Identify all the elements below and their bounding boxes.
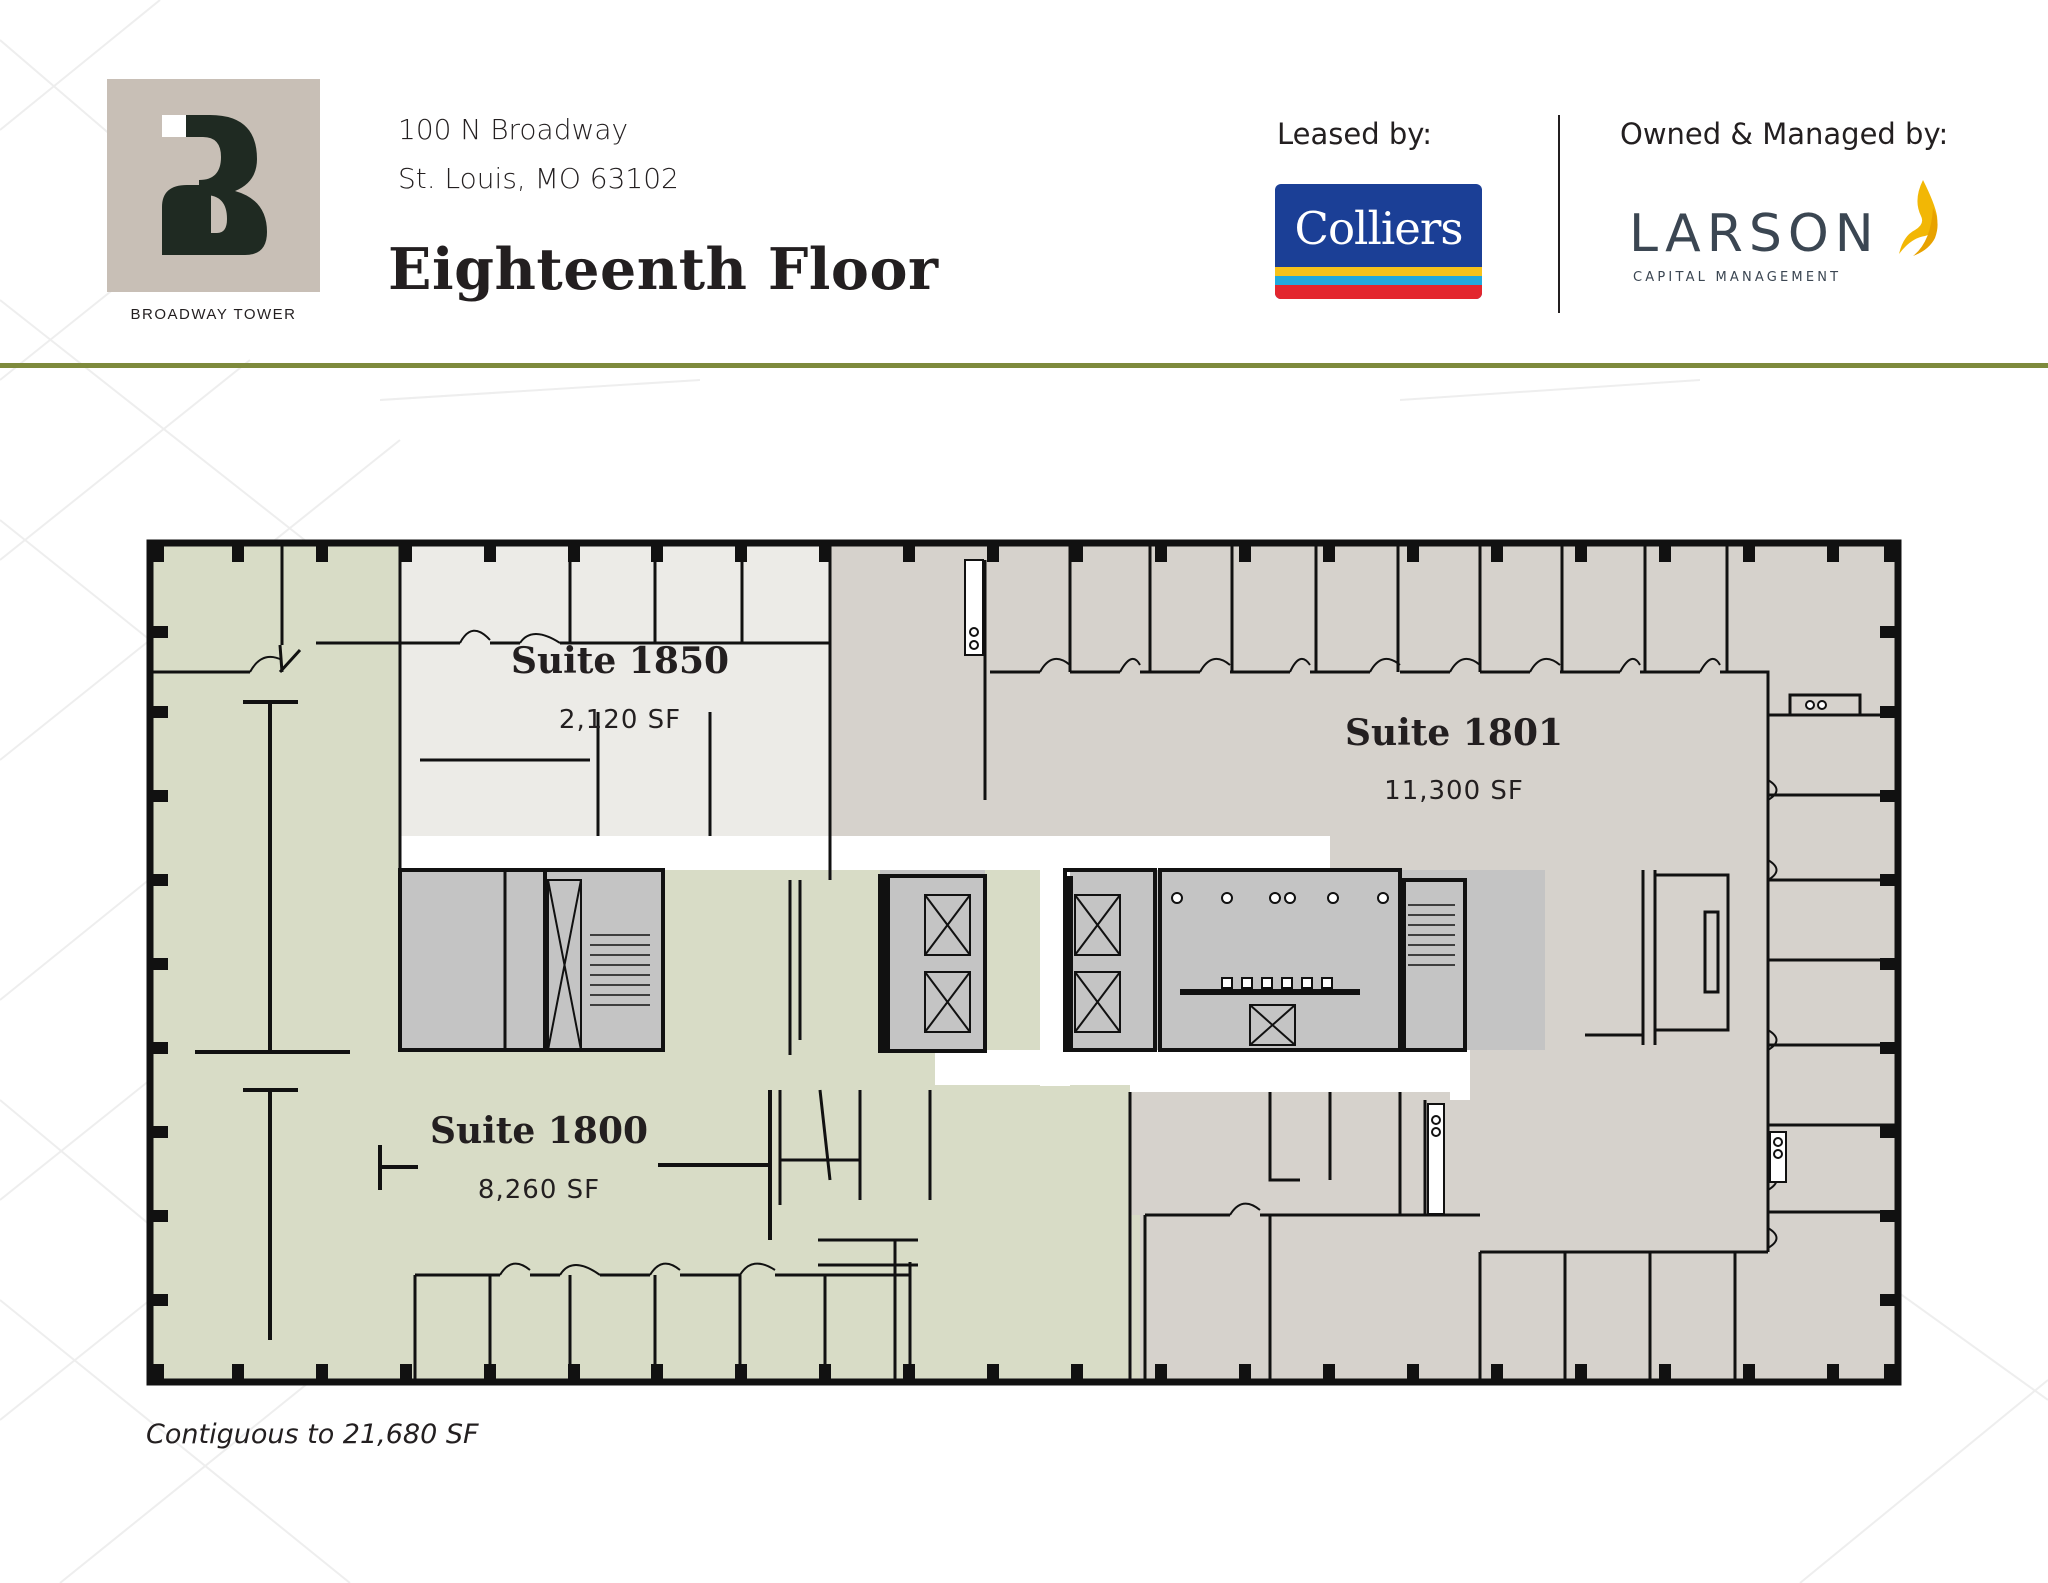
page-title: Eighteenth Floor	[388, 236, 939, 303]
suite-1800-partitions	[195, 700, 772, 1340]
suite-1801-area-label: 11,300 SF	[1384, 776, 1524, 806]
small-fixtures	[964, 559, 1827, 1215]
logo-caption: BROADWAY TOWER	[130, 306, 297, 323]
flame-icon	[1899, 180, 1938, 256]
suite-1801-area	[830, 543, 1898, 1382]
suite-1800-area-label: 8,260 SF	[477, 1175, 601, 1205]
header-divider	[1558, 115, 1560, 313]
elevator-bank-west	[880, 870, 985, 1050]
restroom-fixtures	[1171, 892, 1389, 995]
header-rule	[0, 363, 2048, 368]
colliers-stripe-red	[1275, 285, 1482, 299]
larson-logo-text: LARSON	[1629, 204, 1880, 264]
colliers-logo: Colliers	[1275, 184, 1482, 299]
broadway-tower-logo	[107, 79, 320, 292]
colliers-stripe-yellow	[1275, 267, 1482, 276]
door-swings	[249, 629, 1778, 1276]
colliers-stripe-cyan	[1275, 276, 1482, 285]
stair-treads	[590, 904, 1455, 1006]
suite-1801-name[interactable]: Suite 1801	[1344, 712, 1564, 754]
colliers-logo-text: Colliers	[1294, 202, 1464, 255]
contiguous-note: Contiguous to 21,680 SF	[146, 1419, 479, 1450]
suite-1801-reception	[1585, 693, 1862, 1045]
suite-1850-area-label: 2,120 SF	[558, 705, 682, 735]
elevator-icons	[547, 879, 1296, 1051]
monogram-b-icon	[162, 115, 267, 255]
owned-managed-label: Owned & Managed by:	[1620, 117, 1949, 151]
suite-1850-name[interactable]: Suite 1850	[510, 640, 730, 682]
address-line-1: 100 N Broadway	[398, 113, 629, 146]
address-line-2: St. Louis, MO 63102	[398, 162, 679, 195]
leased-by-label: Leased by:	[1277, 117, 1433, 151]
exterior-wall	[146, 539, 1902, 1386]
suite-1800-name[interactable]: Suite 1800	[429, 1110, 649, 1152]
core-storage-room	[400, 870, 545, 1050]
restrooms-core	[1065, 870, 1545, 1050]
core-solid-walls	[880, 876, 1406, 1051]
suite-1850-area	[400, 543, 830, 836]
interior-walls	[150, 545, 1898, 1382]
structural-columns	[152, 546, 1896, 1380]
larson-logo-subtitle: CAPITAL MANAGEMENT	[1633, 270, 1842, 285]
